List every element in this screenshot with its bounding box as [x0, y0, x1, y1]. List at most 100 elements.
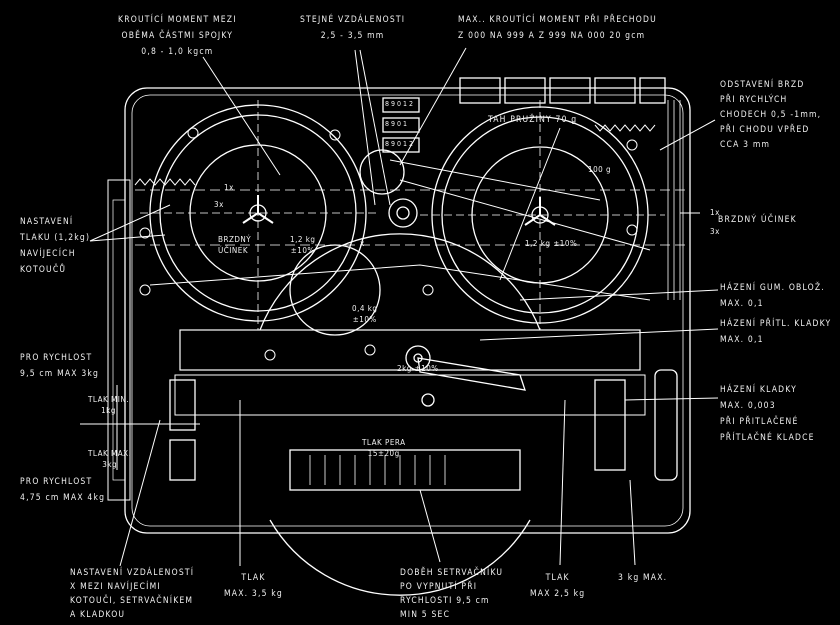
- label-line: MAX. 0,003: [720, 401, 776, 411]
- label-line: 15±20g: [367, 449, 400, 458]
- label-line: PO VYPNUTÍ PŘI: [400, 582, 478, 592]
- label-line: HÁZENÍ KLADKY: [720, 385, 798, 395]
- label-line: TLAK: [545, 573, 570, 583]
- label-line: ±10%: [352, 315, 377, 324]
- label-line: PŘI CHODU VPŘED: [720, 125, 810, 135]
- screws: [139, 127, 638, 361]
- label-line: TLAK MAX.: [88, 449, 132, 458]
- label-line: 9,5 cm MAX 3kg: [20, 369, 100, 379]
- left-reel: [140, 100, 380, 330]
- label-line: PŘÍTLAČNÉ KLADCE: [720, 433, 815, 443]
- label-line: PRO RYCHLOST: [20, 353, 93, 363]
- label-line: 3kg: [102, 460, 118, 469]
- label-right-reel-force: 1,2 kg ±10%: [525, 239, 578, 248]
- left-bracket: [107, 179, 131, 501]
- tape-counter: [382, 97, 420, 153]
- label-line: DOBĚH SETRVAČNÍKU: [400, 568, 504, 578]
- label-rubber-runout: HÁZENÍ GUM. OBLOŽ. MAX. 0,1: [720, 280, 825, 312]
- label-1x: 1x: [710, 208, 720, 217]
- label-pen-pressure: TLAK PERA 15±20g: [362, 437, 406, 459]
- label-brake-effect-right: BRZDNÝ ÚČINEK: [718, 215, 797, 225]
- label-line: PŘI PŘITLAČENÉ: [720, 417, 799, 427]
- label-arm-force: 2kg ±10%: [397, 364, 439, 373]
- label-line: TLAK: [241, 573, 266, 583]
- label-line: TLAKU (1,2kg): [20, 233, 91, 243]
- label-line: CHODECH 0,5 -1mm,: [720, 110, 822, 120]
- label-pinch-runout: HÁZENÍ PŘÍTL. KLADKY MAX. 0,1: [720, 316, 831, 348]
- label-line: PRO RYCHLOST: [20, 477, 93, 487]
- label-speed-4-75: PRO RYCHLOST 4,75 cm MAX 4kg: [20, 474, 105, 506]
- label-line: CCA 3 mm: [720, 140, 771, 150]
- label-x-mark: x: [360, 239, 365, 248]
- label-line: OBĚMA ČÁSTMI SPOJKY: [121, 31, 234, 41]
- left-spring: [134, 178, 196, 186]
- pinch-roller-arm: [405, 345, 526, 407]
- right-spring: [594, 124, 656, 132]
- label-line: ÚČINEK: [218, 246, 249, 255]
- label-speed-9-5: PRO RYCHLOST 9,5 cm MAX 3kg: [20, 350, 99, 382]
- label-line: KOTOUČŮ: [20, 265, 67, 275]
- counter-digits: 8 9 0 1 2: [385, 100, 414, 108]
- idler-wheel: [289, 244, 381, 336]
- left-pressure-block: [169, 379, 196, 431]
- capstan: [359, 149, 418, 228]
- label-line: 0,8 - 1,0 kgcm: [141, 47, 214, 57]
- label-line: 1kg: [101, 406, 116, 415]
- label-line: KOTOUČI, SETRVAČNÍKEM: [70, 596, 194, 606]
- label-line: NAVÍJECÍCH: [20, 249, 76, 259]
- label-line: MAX. 0,1: [720, 335, 764, 345]
- leader-lines: [80, 47, 719, 567]
- label-line: X MEZI NAVÍJECÍMI: [70, 582, 161, 592]
- flywheel: [259, 233, 541, 596]
- label-line: 2,5 - 3,5 mm: [320, 31, 385, 41]
- label-max-torque: MAX.. KROUTÍCÍ MOMENT PŘI PŘECHODU Z 000…: [458, 12, 657, 44]
- label-roller-runout: HÁZENÍ KLADKY MAX. 0,003 PŘI PŘITLAČENÉ …: [720, 382, 815, 446]
- label-left-reel-force: 1,2 kg ±10%: [290, 234, 315, 256]
- label-pressure-2-5: TLAK MAX 2,5 kg: [530, 570, 585, 602]
- label-line: HÁZENÍ GUM. OBLOŽ.: [720, 283, 825, 293]
- belt: [149, 159, 651, 301]
- label-line: MAX. 0,1: [720, 299, 764, 309]
- label-pressure-3-5: TLAK MAX. 3,5 kg: [224, 570, 283, 602]
- label-3x: 3x: [710, 227, 720, 236]
- label-equal-distance: STEJNÉ VZDÁLENOSTI 2,5 - 3,5 mm: [300, 12, 405, 44]
- label-line: MAX.. KROUTÍCÍ MOMENT PŘI PŘECHODU: [458, 15, 657, 25]
- label-left-brake-effect: BRZDNÝ ÚČINEK: [218, 234, 251, 256]
- label-line: 1,2 kg: [290, 235, 316, 244]
- label-line: A KLADKOU: [70, 610, 126, 620]
- label-brake-setting: ODSTAVENÍ BRZD PŘI RYCHLÝCH CHODECH 0,5 …: [720, 78, 821, 153]
- label-line: 0,4 kg: [352, 304, 378, 313]
- label-line: MAX. 3,5 kg: [224, 589, 283, 599]
- head-block: [174, 329, 646, 491]
- label-line: MAX 2,5 kg: [530, 589, 586, 599]
- label-clutch-torque: KROUTÍCÍ MOMENT MEZI OBĚMA ČÁSTMI SPOJKY…: [118, 12, 237, 60]
- label-line: 4,75 cm MAX 4kg: [20, 493, 106, 503]
- label-line: HÁZENÍ PŘÍTL. KLADKY: [720, 319, 832, 329]
- piano-keys: [459, 77, 666, 104]
- label-spring-100g: 100 g: [588, 165, 612, 174]
- chassis-outline: [124, 87, 691, 534]
- label-line: ±10%: [290, 246, 315, 255]
- right-reel: [420, 100, 665, 330]
- label-pressure-min: TLAK MIN. 1kg: [88, 394, 129, 416]
- label-line: STEJNÉ VZDÁLENOSTI: [300, 15, 406, 25]
- label-left-1x: 1x: [224, 183, 234, 192]
- label-idler-force: 0,4 kg ±10%: [352, 303, 377, 325]
- label-flywheel-rundown: DOBĚH SETRVAČNÍKU PO VYPNUTÍ PŘI RYCHLOS…: [400, 566, 503, 622]
- chassis-inner: [131, 94, 684, 527]
- label-line: NASTAVENÍ VZDÁLENOSTÍ: [70, 568, 195, 578]
- right-pinch-block: [594, 379, 626, 471]
- label-line: TLAK MIN.: [88, 395, 130, 404]
- label-spring-tension: TAH PRUŽINY 70 g: [488, 115, 578, 125]
- label-reel-pressure: NASTAVENÍ TLAKU (1,2kg) NAVÍJECÍCH KOTOU…: [20, 214, 90, 278]
- label-distance-setting: NASTAVENÍ VZDÁLENOSTÍ X MEZI NAVÍJECÍMI …: [70, 566, 194, 622]
- label-line: BRZDNÝ: [218, 235, 252, 244]
- label-line: TLAK PERA: [362, 438, 406, 447]
- label-3kg-max: 3 kg MAX.: [618, 573, 668, 583]
- label-line: MIN 5 SEC: [400, 610, 451, 620]
- label-pressure-max: TLAK MAX. 3kg: [88, 448, 131, 470]
- label-line: Z 000 NA 999 A Z 999 NA 000 20 gcm: [458, 31, 646, 41]
- label-line: RYCHLOSTI 9,5 cm: [400, 596, 490, 606]
- label-line: KROUTÍCÍ MOMENT MEZI: [118, 15, 237, 25]
